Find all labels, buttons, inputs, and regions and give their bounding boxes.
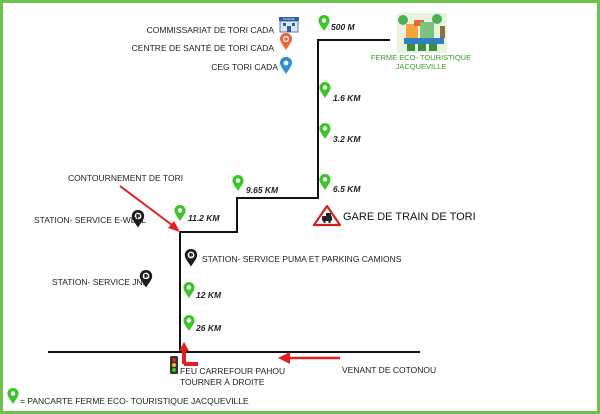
fuel-station-icon [184,249,198,267]
distance-pin-icon [232,175,244,191]
distance-pin-icon [318,15,330,31]
commissariat-label: COMMISSARIAT DE TORI CADA [147,25,275,35]
distance-12km: 12 KM [196,290,222,300]
distance-500m: 500 M [331,22,356,32]
contournement-arrow [119,185,180,232]
road-network [48,39,420,353]
venant-arrow [278,352,340,364]
turn-right-arrow [179,342,198,366]
distance-pin-icon [319,82,331,98]
station-jnp-label: STATION- SERVICE JNP [52,277,149,287]
ceg-label: CEG TORI CADA [211,62,278,72]
police-building-icon: POLICE [279,17,299,33]
contournement-label: CONTOURNEMENT DE TORI [68,173,183,183]
centre-sante-label: CENTRE DE SANTÉ DE TORI CADA [132,43,275,53]
health-pin-icon [280,33,292,50]
gare-label: GARE DE TRAIN DE TORI [343,211,476,223]
legend-pin-icon [7,388,19,404]
distance-3-2km: 3.2 KM [333,134,361,144]
distance-pin-icon [183,315,195,331]
feu-label-line2: TOURNER À DROITE [180,377,265,387]
ferme-illustration [397,13,447,53]
distance-pin-icon [319,174,331,190]
legend-text: = PANCARTE FERME ECO- TOURISTIQUE JACQUE… [20,396,249,406]
distance-26km: 26 KM [195,323,222,333]
venant-label: VENANT DE COTONOU [342,365,436,375]
distance-pin-icon [319,123,331,139]
police-sign-text: POLICE [283,17,294,21]
station-ewell-label: STATION- SERVICE E-WELL [34,215,146,225]
station-puma-label: STATION- SERVICE PUMA ET PARKING CAMIONS [202,254,402,264]
distance-pin-icon [174,205,186,221]
distance-11-2km: 11.2 KM [188,213,220,223]
distance-9-65km: 9.65 KM [246,185,279,195]
distance-1-6km: 1.6 KM [333,93,361,103]
train-warning-icon [312,204,342,227]
feu-label-line1: FEU CARREFOUR PAHOU [180,366,285,376]
school-pin-icon [280,57,292,74]
ferme-label-line2: JACQUEVILLE [396,62,447,71]
route-to-ferme [179,39,390,352]
distance-6-5km: 6.5 KM [333,184,361,194]
ferme-label-line1: FERME ECO- TOURISTIQUE [371,53,471,62]
distance-pin-icon [183,282,195,298]
traffic-light-icon [170,356,178,374]
